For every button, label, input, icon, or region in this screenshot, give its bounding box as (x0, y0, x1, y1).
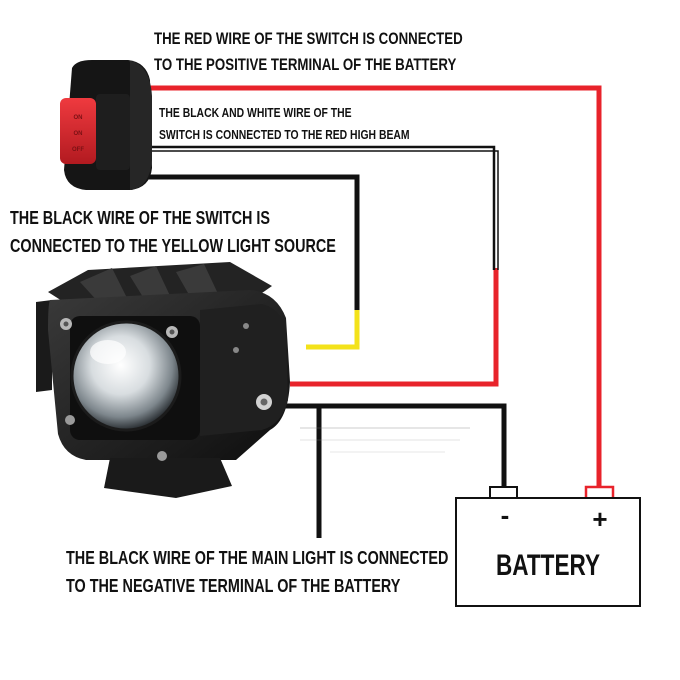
black-white-wire-inner (146, 150, 499, 270)
black-wire-main-label-line-1: The black wire of the main light is conn… (66, 548, 449, 568)
black-wire-switch-label-line-1: The black wire of the switch is (10, 208, 270, 228)
main-light (36, 262, 290, 498)
switch-pos-2: ON (74, 131, 83, 137)
black-wire-main-to-negative (280, 403, 507, 487)
black-wire-switch-label-line-2: connected to the yellow light source (10, 236, 336, 256)
red-wire-high-beam (290, 268, 499, 387)
battery-body (455, 497, 641, 607)
battery-positive-symbol: + (592, 504, 607, 534)
screw (157, 451, 167, 461)
black-wire-switch-to-yellow (142, 174, 360, 312)
black-white-wire-label-line-2: switch is connected to the red high beam (159, 127, 410, 142)
yellow-wire (306, 310, 360, 350)
screw (233, 347, 239, 353)
screw (243, 323, 249, 329)
switch-pos-3: OFF (72, 147, 84, 153)
red-wire-label: The red wire of the switch is connected … (154, 26, 463, 78)
battery: - + BATTERY (455, 485, 641, 607)
reflection-lines (300, 427, 470, 453)
black-wire-main-label-line-2: to the negative terminal of the battery (66, 576, 401, 596)
red-wire-switch-to-positive (144, 85, 602, 487)
red-wire-label-line-1: The red wire of the switch is connected (154, 29, 463, 48)
battery-negative-symbol: - (501, 500, 510, 530)
battery-label: BATTERY (496, 549, 600, 582)
red-wire-label-line-2: to the positive terminal of the battery (154, 55, 457, 74)
switch-pos-1: ON (74, 115, 83, 121)
screw (65, 415, 75, 425)
black-wire-main-label: The black wire of the main light is conn… (66, 544, 448, 600)
black-white-wire (146, 145, 496, 270)
black-white-wire-label: The black and white wire of the switch i… (159, 102, 410, 146)
black-white-wire-label-line-1: The black and white wire of the (159, 105, 352, 120)
switch-rocker (60, 98, 96, 164)
black-wire-switch-label: The black wire of the switch is connecte… (10, 204, 336, 260)
handlebar-switch: ON ON OFF (60, 60, 152, 190)
